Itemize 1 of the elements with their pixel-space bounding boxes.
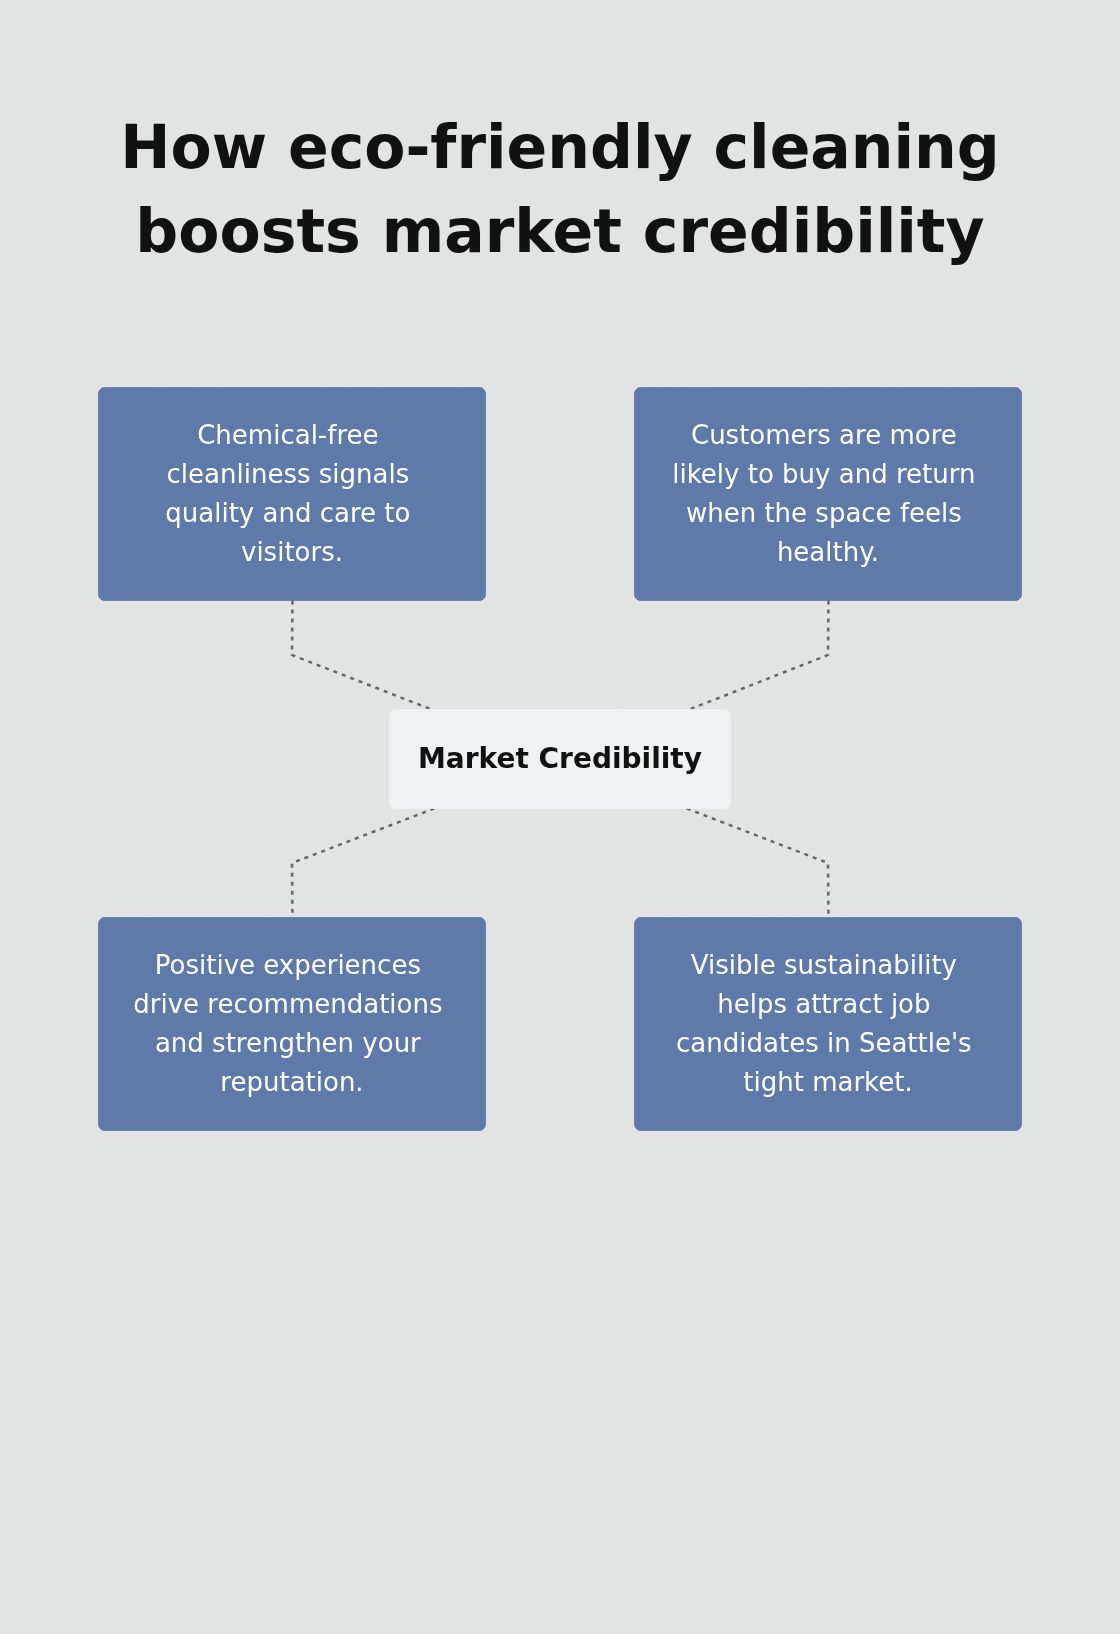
- title: How eco-friendly cleaning boosts market credibility: [120, 111, 1000, 268]
